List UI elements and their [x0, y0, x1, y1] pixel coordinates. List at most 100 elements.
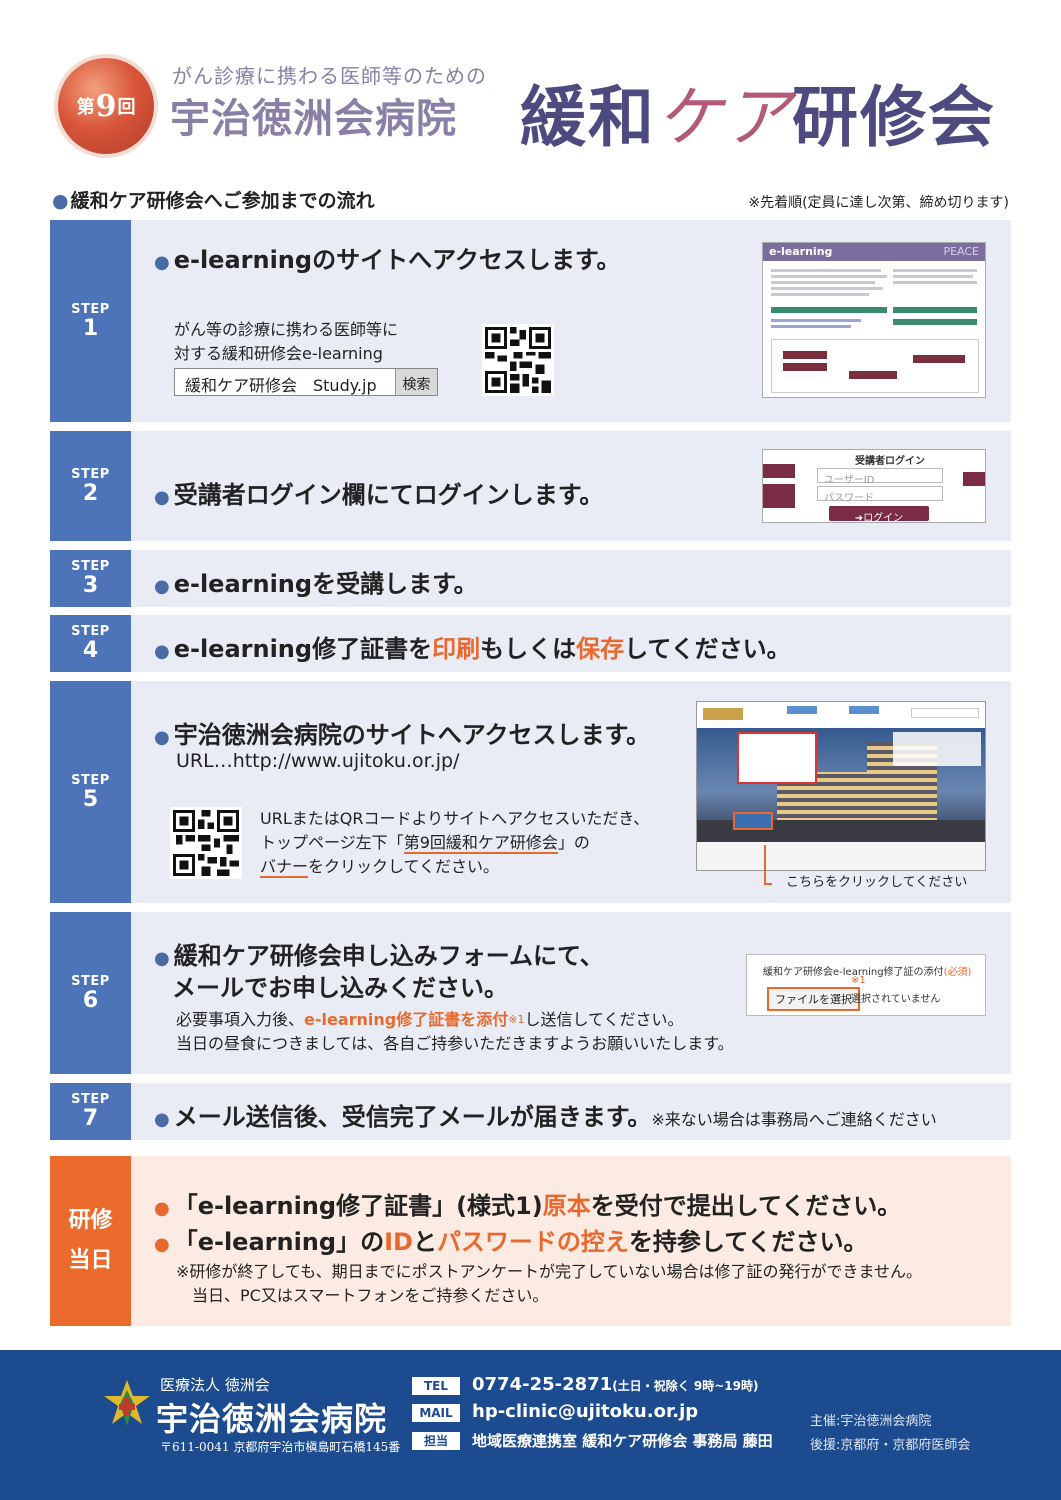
tel-tag: TEL [412, 1377, 460, 1395]
site-footer [697, 842, 985, 870]
bullet-icon: ● [154, 576, 170, 597]
day-of-note-1: ※研修が終了しても、期日までにポストアンケートが完了していない場合は修了証の発行… [176, 1262, 923, 1281]
footnote-mark: ※1 [508, 1013, 525, 1026]
tel-hours: (土日・祝除く 9時~19時) [612, 1379, 759, 1393]
form-required: (必須) [943, 967, 972, 978]
step-2-lead: ●受講者ログイン欄にてログインします。 [154, 475, 603, 510]
site-popup [737, 732, 817, 784]
search-input[interactable]: 緩和ケア研修会 Study.jp [185, 376, 377, 395]
search-box[interactable]: 緩和ケア研修会 Study.jp 検索 [174, 368, 438, 396]
step-5-desc-2b: 」の [557, 833, 590, 852]
step-number: 6 [82, 987, 99, 1013]
save-highlight: 保存 [576, 635, 625, 663]
password-field[interactable]: パスワード [817, 486, 943, 504]
day-of-note-2: 当日、PC又はスマートフォンをご持参ください。 [192, 1286, 549, 1305]
banner-word: バナー [260, 857, 309, 878]
step-label: STEP 2 [50, 431, 131, 541]
footer-tel[interactable]: 0774-25-2871(土日・祝除く 9時~19時) [472, 1374, 758, 1395]
step-label: STEP 5 [50, 681, 131, 903]
hospital-url[interactable]: URL…http://www.ujitoku.or.jp/ [176, 750, 460, 772]
step-5-desc-3: バナーをクリックしてください。 [260, 855, 499, 879]
step-number: 7 [82, 1106, 99, 1131]
site-search [911, 708, 979, 718]
text-line [771, 269, 881, 272]
user-id-field[interactable]: ユーザーID [817, 468, 943, 486]
login-button[interactable]: ➜ログイン [829, 506, 929, 523]
choose-file-button[interactable]: ファイルを選択 [767, 987, 860, 1011]
step-label-text: STEP [71, 973, 110, 989]
step-1-lead: ●e-learningのサイトへアクセスします。 [154, 240, 620, 275]
login-button [849, 371, 897, 379]
login-panel [771, 339, 979, 393]
id-highlight: ID [384, 1228, 413, 1256]
step-3-lead-text: e-learningを受講します。 [173, 570, 478, 598]
day-of-label-2: 当日 [68, 1248, 113, 1273]
step-4-lead: ●e-learning修了証書を印刷もしくは保存してください。 [154, 629, 791, 664]
text-line [771, 275, 887, 278]
page-header: 第 9 回 がん診療に携わる医師等のための 宇治徳洲会病院 緩和ケア研修会 [0, 0, 1061, 180]
step-4: STEP 4 ●e-learning修了証書を印刷もしくは保存してください。 [50, 615, 1011, 672]
hospital-site-screenshot [696, 701, 986, 871]
badge-prefix: 第 [76, 97, 95, 118]
form-label: 緩和ケア研修会e-learning修了証の添付(必須) [763, 963, 971, 978]
staff-tag: 担当 [412, 1432, 460, 1450]
site-logo [703, 708, 743, 720]
step-3-lead: ●e-learningを受講します。 [154, 564, 478, 599]
step-number: 4 [82, 638, 99, 663]
step-number: 5 [82, 786, 99, 812]
footer-hospital-name: 宇治徳洲会病院 [156, 1400, 388, 1438]
step-label-text: STEP [71, 559, 110, 574]
training-banner[interactable] [733, 812, 773, 830]
text-line [771, 287, 883, 290]
step-6-lead-1-text: 緩和ケア研修会申し込みフォームにて、 [173, 942, 604, 970]
step-1-desc-1: がん等の診療に携わる医師等に [174, 320, 399, 339]
site-menu [893, 732, 981, 766]
qr-code-icon[interactable] [170, 807, 242, 879]
qr-code-icon[interactable] [482, 324, 554, 396]
text-line [893, 275, 973, 278]
step-7-lead: ●メール送信後、受信完了メールが届きます。※来ない場合は事務局へご連絡ください [154, 1097, 937, 1132]
step-2: STEP 2 ●受講者ログイン欄にてログインします。 受講者ログイン ユーザーI… [50, 431, 1011, 541]
flow-heading-text: 緩和ケア研修会へご参加までの流れ [70, 190, 375, 212]
side-tab [763, 464, 795, 478]
bullet-icon: ● [154, 1234, 170, 1255]
day-of-line-2c: を持参してください。 [628, 1228, 868, 1256]
step-1: STEP 1 ●e-learningのサイトへアクセスします。 がん等の診療に携… [50, 220, 1011, 422]
attachment-form: 緩和ケア研修会e-learning修了証の添付(必須) ※1 ファイルを選択 選… [746, 954, 986, 1016]
step-5-desc-3b: をクリックしてください。 [308, 857, 500, 876]
text-line [893, 281, 977, 284]
footer-support: 後援:京都府・京都府医師会 [810, 1438, 971, 1453]
bullet-icon: ● [154, 1198, 170, 1219]
footer-mail[interactable]: hp-clinic@ujitoku.or.jp [472, 1401, 699, 1422]
tel-number[interactable]: 0774-25-2871 [472, 1374, 613, 1395]
banner-name: 第9回緩和ケア研修会 [403, 833, 558, 854]
form-label-text: 緩和ケア研修会e-learning修了証の添付 [763, 967, 944, 978]
step-label-text: STEP [71, 1092, 110, 1107]
menu-button [783, 363, 827, 371]
link-line [771, 325, 851, 328]
search-button[interactable]: 検索 [395, 369, 437, 395]
step-5-desc-1: URLまたはQRコードよりサイトへアクセスいただき、 [260, 809, 650, 828]
title-part-a: 緩和 [520, 78, 656, 156]
callout-line [764, 883, 772, 885]
step-number: 3 [82, 573, 99, 598]
text-line [893, 269, 977, 272]
step-label-text: STEP [71, 466, 110, 482]
footer-staff: 地域医療連携室 緩和ケア研修会 事務局 藤田 [472, 1432, 773, 1450]
attach-highlight: e-learning修了証書を添付 [304, 1010, 509, 1029]
bullet-icon: ● [154, 487, 170, 508]
footer-address: 〒611-0041 京都府宇治市槇島町石橋145番 [160, 1440, 401, 1454]
login-screenshot: 受講者ログイン ユーザーID パスワード ➜ログイン [762, 449, 986, 523]
click-note: こちらをクリックしてください [786, 875, 968, 890]
step-7-note: ※来ない場合は事務局へご連絡ください [651, 1110, 937, 1129]
header-subtitle: がん診療に携わる医師等のための [172, 64, 487, 88]
bullet-icon: ● [154, 727, 170, 748]
step-label: STEP 1 [50, 220, 131, 422]
step-6-desc-1b: し送信してください。 [524, 1010, 684, 1029]
text-line [771, 293, 869, 296]
step-3: STEP 3 ●e-learningを受講します。 [50, 550, 1011, 607]
step-5-desc-2a: トップページ左下「 [260, 833, 404, 852]
login-button-label: ログイン [863, 513, 904, 523]
